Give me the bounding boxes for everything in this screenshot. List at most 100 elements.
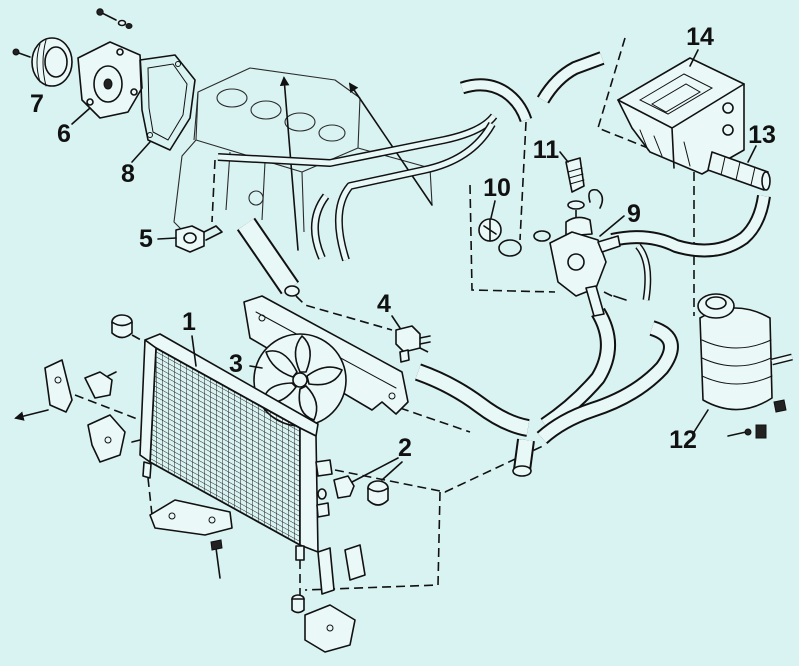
radiator-bushing-body [367,487,389,506]
engine-outlet-hose [236,217,300,297]
thermo-switch-body [395,325,421,353]
callout-14: 14 [686,23,714,51]
leader-10 [490,200,496,219]
cylinder-bore-1 [216,88,248,108]
spring-clip [588,188,604,209]
top-washer-2 [125,23,133,29]
intake-manifold-port-2 [722,124,734,136]
intake-manifold-top-edge [617,83,745,169]
fan-blade-2 [306,366,343,386]
engine-outlet-hose-inner [238,218,298,294]
water-pump-bolt-hole-3 [86,98,94,106]
water-pump-bolt-hole-2 [130,88,138,96]
lower-hose-a-inner [541,308,614,430]
radiator-right-tank [299,427,319,553]
mount-bracket-bottom-right-hole [326,624,334,632]
leader-6 [71,107,91,125]
top-hose-right-inner [538,53,604,103]
radiator-mounts [44,314,366,653]
coolant-pipe-end [761,171,771,191]
dashed-link-heater-housing [469,184,556,293]
flow-arrow-left [14,409,49,421]
cylinder-bore-2 [250,100,282,120]
radiator-pin-right [295,545,305,561]
mount-bracket-lower-left [87,414,126,463]
leader-14 [689,49,699,67]
callout-9: 9 [627,200,641,228]
callout-3: 3 [229,350,243,378]
engine-bolt-hole [248,190,264,206]
water-pump-bolt-hole-1 [116,48,124,56]
thermostat [478,218,551,257]
intake-manifold-opening-2 [651,83,701,113]
gasket-inner [147,63,188,141]
engine-fitting-tab [203,225,223,241]
expansion-tank-screw [727,431,747,437]
heater-pipe-lower-inner [336,122,495,261]
thermostat-housing [549,216,627,317]
top-screws [96,8,133,29]
heater-pipes [217,113,498,262]
dashed-link-shroud-hose [399,407,471,433]
thermo-switch-thread [399,349,410,363]
upper-hoses [459,51,771,301]
leader-13 [747,145,757,163]
pulley-groove [36,39,47,87]
radiator-sensor-parts [317,475,389,506]
intake-manifold-runners [639,129,691,167]
mount-bracket-bottom-hole-2 [208,516,216,524]
dashed-link-bracket-left [74,394,141,421]
radiator [131,333,333,561]
callout-10: 10 [483,174,511,202]
radiator-left-tank [139,339,157,463]
thermostat-o-ring [533,230,551,242]
callout-2: 2 [398,434,412,462]
rubber-bushing-body [111,321,133,339]
dashed-link-manifold-sensor [597,37,649,149]
expansion-tank-outlet-inner [771,355,793,364]
thermo-switch-pins [419,335,431,345]
expansion-tank [697,293,793,439]
top-hose-left-inner [460,80,531,122]
expansion-tank-cap-top [705,296,727,310]
junction-stub-end [512,465,532,477]
cylinder-bore-3 [284,112,316,132]
mount-bracket-left [44,359,73,413]
leader-8 [131,141,151,163]
pump-pulley [12,37,73,87]
leader-12 [693,409,709,433]
water-pump [77,41,143,119]
temperature-sender-thread [567,167,585,185]
housing-bolt [613,295,627,301]
fan-shroud-hole-1 [258,314,266,322]
lower-hose-c-inner [415,365,530,435]
intake-manifold-opening-1 [638,73,714,115]
gasket-hole-2 [147,132,153,138]
fan-blade-3 [298,385,318,421]
thermostat-element [483,218,497,242]
engine-fitting-port [183,232,197,244]
dashed-link-radiator-bottom [304,491,441,591]
expansion-tank-bottom-fitting [773,399,787,413]
mount-bracket-left-hole [54,376,62,384]
mount-l-bracket-bolt [107,371,117,377]
callout-4: 4 [377,290,391,318]
leader-5 [157,237,177,240]
sensor-washer [317,488,327,500]
thermostat-seal-ring [498,239,522,257]
mount-bracket-bottom [149,499,233,536]
callouts: 1 2 3 4 5 6 7 8 9 10 11 12 13 14 [30,23,776,462]
dashed-link-top-hose-housing [519,121,527,241]
coolant-pipe [707,151,771,191]
small-bypass-pipe-inner [636,244,650,301]
callout-5: 5 [139,225,153,253]
dashed-link-housing-bolt [603,291,617,299]
dashed-link-engine-hose [295,295,393,331]
callout-13: 13 [748,121,776,149]
callout-1: 1 [182,308,196,336]
water-pump-gasket [139,54,196,151]
mount-bolt-head [210,539,223,551]
mount-l-bracket [84,371,113,399]
leader-lines [71,49,757,483]
